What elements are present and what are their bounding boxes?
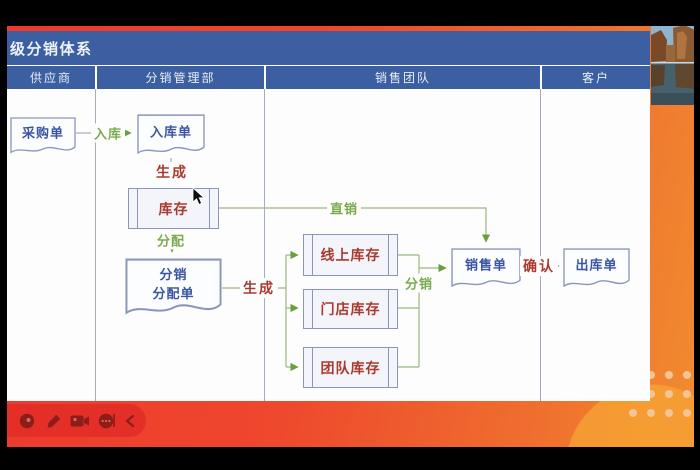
- annotation-toolbar: [0, 404, 146, 437]
- lane-divider-2: [264, 89, 265, 401]
- node-label: 出库单: [575, 257, 618, 273]
- laser-pointer-icon[interactable]: [19, 413, 35, 429]
- node-allocation-order: 分销分配单: [125, 258, 222, 320]
- lane-header-customer: 客户: [542, 66, 650, 89]
- edge-label-confirm: 确认: [520, 256, 558, 276]
- edge-label-generate-2: 生成: [240, 278, 278, 298]
- node-store-inventory: 门店库存: [303, 289, 398, 329]
- node-label: 团队库存: [320, 359, 381, 376]
- collapse-left-icon[interactable]: [125, 414, 135, 428]
- toolbar-separator: [113, 414, 115, 427]
- node-label: 门店库存: [320, 301, 381, 317]
- node-purchase-order: 采购单: [10, 117, 76, 157]
- node-label: 线上库存: [320, 247, 381, 263]
- node-label: 入库单: [149, 124, 192, 140]
- lane-divider-1: [95, 89, 96, 401]
- node-online-inventory: 线上库存: [303, 234, 398, 276]
- edge-label-inbound: 入库: [90, 123, 126, 143]
- video-camera-icon[interactable]: [70, 414, 90, 428]
- slide-title-bar: 级分销体系: [7, 31, 650, 65]
- node-label: 分销分配单: [152, 267, 195, 302]
- lane-header-supplier: 供应商: [7, 66, 95, 89]
- lane-header-distribution-dept: 分销管理部: [97, 66, 264, 89]
- more-options-icon[interactable]: [98, 413, 114, 429]
- edge-label-distribute: 分销: [401, 273, 437, 293]
- letterbox-right: [694, 0, 700, 470]
- node-label: 库存: [158, 200, 189, 217]
- node-sales-order: 销售单: [451, 248, 521, 291]
- node-team-inventory: 团队库存: [303, 347, 398, 388]
- node-outbound-order: 出库单: [563, 248, 630, 291]
- mouse-cursor: [192, 187, 205, 206]
- landscape-photo-thumbnail: [651, 25, 695, 105]
- edge-label-direct-sale: 直销: [326, 198, 362, 218]
- swimlane-headers: 供应商 分销管理部 销售团队 客户: [7, 65, 650, 89]
- letterbox-top: [0, 0, 700, 26]
- pen-icon[interactable]: [46, 413, 62, 429]
- letterbox-left: [0, 0, 7, 470]
- node-label: 采购单: [21, 125, 64, 141]
- letterbox-bottom: [0, 447, 700, 470]
- node-label: 销售单: [464, 257, 507, 273]
- node-inventory: 库存: [128, 188, 219, 229]
- slide-title: 级分销体系: [10, 40, 93, 58]
- node-inbound-order: 入库单: [137, 114, 205, 158]
- edge-label-generate-1: 生成: [153, 162, 191, 182]
- lane-divider-3: [540, 89, 541, 401]
- lane-header-sales-team: 销售团队: [266, 66, 540, 89]
- edge-label-allocate: 分配: [153, 230, 189, 250]
